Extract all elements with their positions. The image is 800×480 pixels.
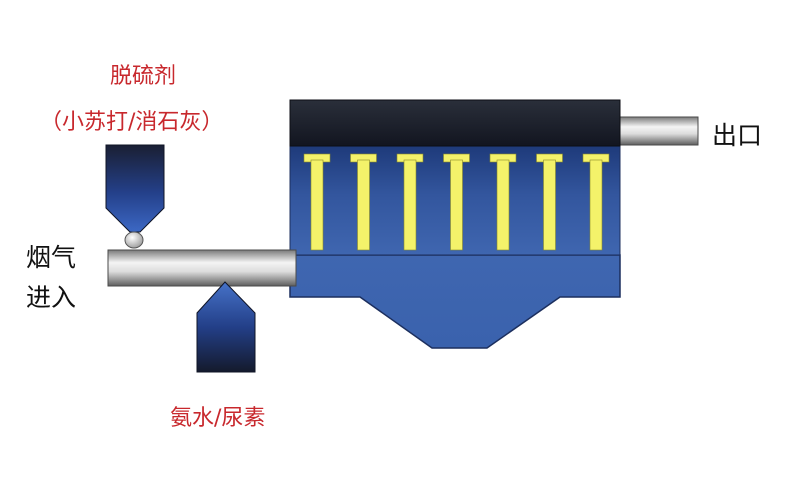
filter-bag bbox=[489, 153, 517, 251]
filter-bag bbox=[443, 153, 470, 251]
desulfurizer-hopper bbox=[105, 144, 165, 233]
outlet-pipe bbox=[611, 116, 699, 146]
ammonia-urea-tank bbox=[196, 281, 256, 373]
filter-bag bbox=[303, 153, 331, 251]
dosing-valve-ball bbox=[124, 231, 144, 249]
outlet-label: 出口 bbox=[712, 121, 763, 150]
desulfurizer-types-label: （小苏打/消石灰） bbox=[40, 110, 224, 135]
filter-bags bbox=[303, 153, 610, 251]
desulfurizer-label: 脱硫剂 bbox=[110, 64, 177, 89]
flue-gas-label-line2: 进入 bbox=[26, 283, 77, 312]
flue-gas-label-line1: 烟气 bbox=[26, 243, 77, 272]
ammonia-urea-label: 氨水/尿素 bbox=[170, 406, 266, 431]
inlet-pipe bbox=[107, 249, 297, 287]
vessel-top-cap bbox=[289, 99, 621, 147]
filter-bag bbox=[582, 153, 610, 251]
filter-bag bbox=[396, 153, 424, 251]
filter-bag bbox=[350, 153, 377, 251]
filter-bag bbox=[536, 153, 563, 251]
vessel-hopper bbox=[289, 254, 621, 349]
